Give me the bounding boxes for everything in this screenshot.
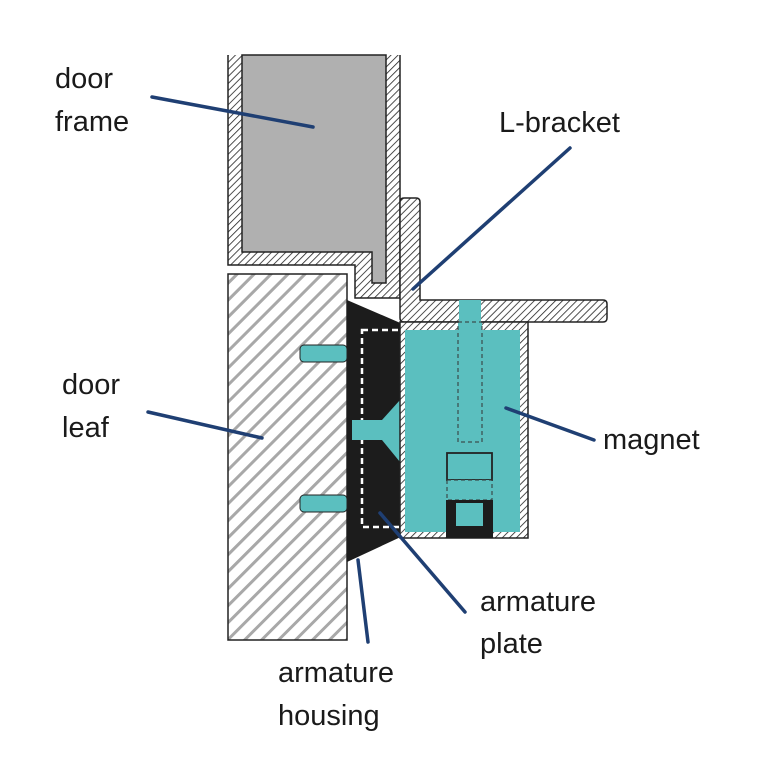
label-armature-housing: armature housing (278, 657, 402, 732)
leader-armature-plate (378, 511, 467, 614)
nut (446, 452, 493, 481)
door-frame (227, 54, 401, 299)
leader-lines (146, 95, 596, 644)
screw-head-top (459, 300, 481, 322)
coil-base-inner (456, 503, 483, 526)
mounting-pin-bottom (299, 494, 348, 513)
leader-door-frame (150, 95, 315, 129)
leader-magnet (504, 406, 596, 442)
nut-gap (446, 479, 493, 501)
label-door-frame: door frame (55, 63, 129, 138)
leader-armature-housing (356, 558, 370, 644)
label-door-leaf: door leaf (62, 369, 128, 444)
label-magnet: magnet (603, 424, 700, 456)
label-armature-plate: armature plate (480, 586, 604, 660)
label-l-bracket: L-bracket (499, 107, 620, 139)
mounting-pin-top (299, 344, 348, 363)
center-pin (352, 400, 400, 462)
door-leaf (227, 273, 348, 641)
l-bracket (399, 197, 608, 323)
leader-l-bracket (411, 146, 572, 291)
screw-shaft (457, 321, 483, 443)
leader-door-leaf (146, 410, 264, 440)
